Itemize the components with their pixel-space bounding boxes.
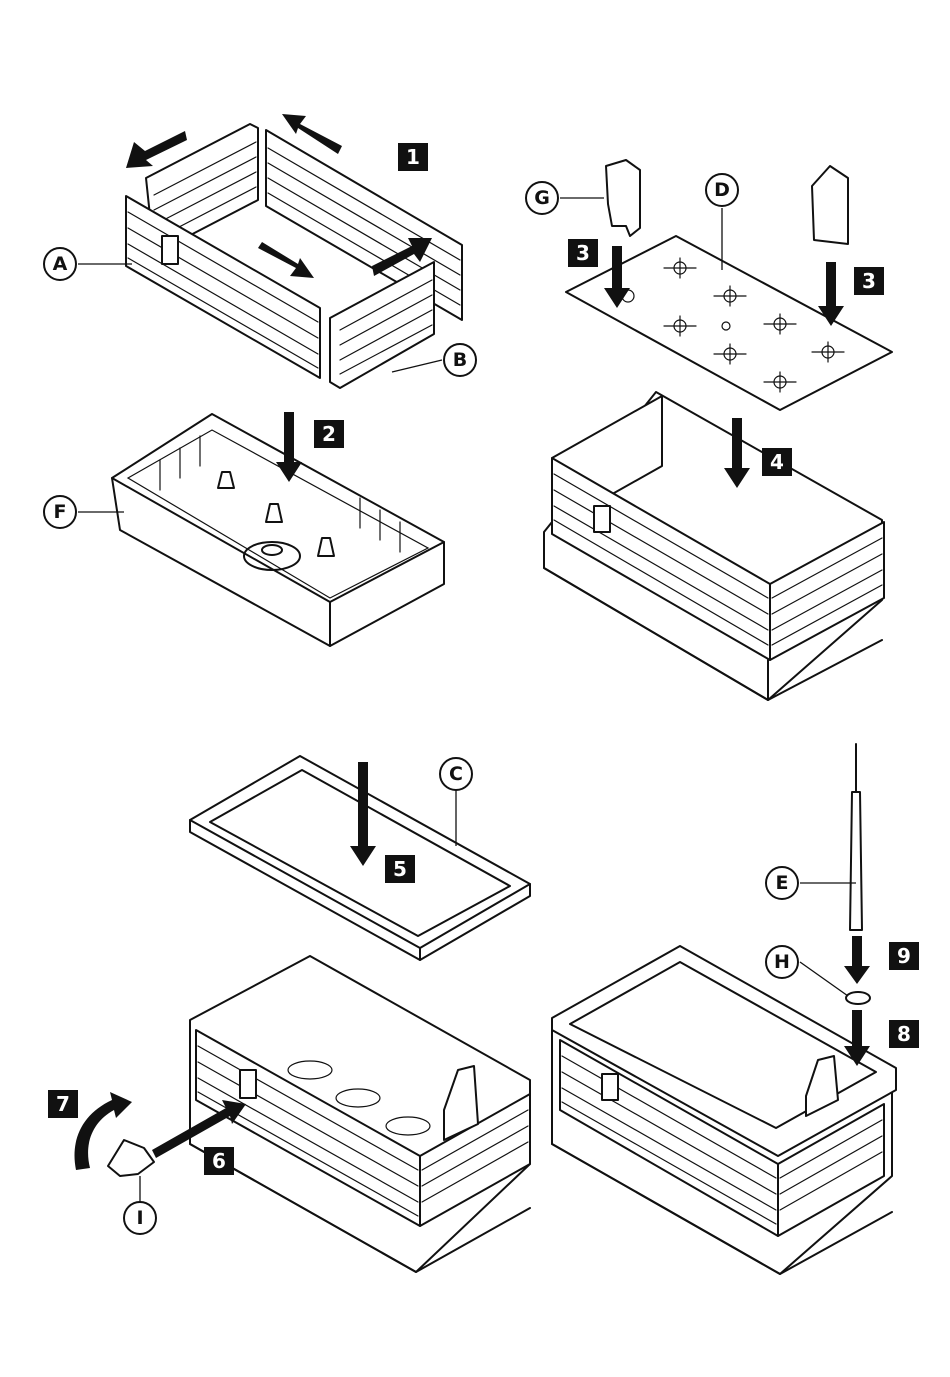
callout-H: H [766, 946, 798, 978]
arrow-slide-3 [258, 242, 314, 278]
callout-D: D [706, 174, 738, 206]
wall-front-a [126, 196, 320, 378]
step-badge-1: 1 [398, 143, 428, 171]
step-badge-4: 4 [762, 448, 792, 476]
step-badge-5: 5 [385, 855, 415, 883]
svg-text:9: 9 [897, 944, 911, 968]
plug-i [108, 1140, 154, 1176]
panel-step-5 [190, 756, 530, 960]
svg-text:3: 3 [862, 269, 876, 293]
step-badge-8: 8 [889, 1020, 919, 1048]
support-g-left [606, 160, 640, 236]
svg-text:8: 8 [897, 1022, 911, 1046]
arrow-insert-9 [844, 936, 870, 984]
svg-text:7: 7 [56, 1092, 70, 1116]
svg-text:1: 1 [406, 145, 420, 169]
svg-text:E: E [776, 872, 789, 894]
svg-text:F: F [54, 501, 67, 523]
callout-F: F [44, 496, 76, 528]
water-float-e [850, 792, 862, 930]
step-badge-6: 6 [204, 1147, 234, 1175]
svg-text:B: B [453, 349, 467, 371]
callout-C: C [440, 758, 472, 790]
svg-text:G: G [534, 187, 550, 209]
step-badge-3b: 3 [854, 267, 884, 295]
panel-step-2 [112, 412, 444, 646]
step-badge-9: 9 [889, 942, 919, 970]
panel-step-4 [544, 392, 884, 700]
svg-text:4: 4 [770, 450, 784, 474]
svg-text:A: A [53, 253, 68, 275]
clip-h [846, 992, 870, 1004]
step-badge-7: 7 [48, 1090, 78, 1118]
svg-text:H: H [774, 951, 790, 973]
support-g-right [812, 166, 848, 244]
svg-text:D: D [714, 179, 730, 201]
callout-B: B [444, 344, 476, 376]
svg-text:2: 2 [322, 422, 336, 446]
step-badge-3a: 3 [568, 239, 598, 267]
wall-window [162, 236, 178, 264]
callout-E: E [766, 867, 798, 899]
callout-I: I [124, 1202, 156, 1234]
panel-step-8-9 [552, 744, 896, 1274]
svg-text:C: C [449, 763, 463, 785]
step-badge-2: 2 [314, 420, 344, 448]
wall-front-b [330, 262, 434, 388]
callout-G: G [526, 182, 558, 214]
svg-text:I: I [136, 1207, 143, 1229]
svg-text:5: 5 [393, 857, 407, 881]
svg-text:6: 6 [212, 1149, 226, 1173]
svg-text:3: 3 [576, 241, 590, 265]
callout-A: A [44, 248, 76, 280]
